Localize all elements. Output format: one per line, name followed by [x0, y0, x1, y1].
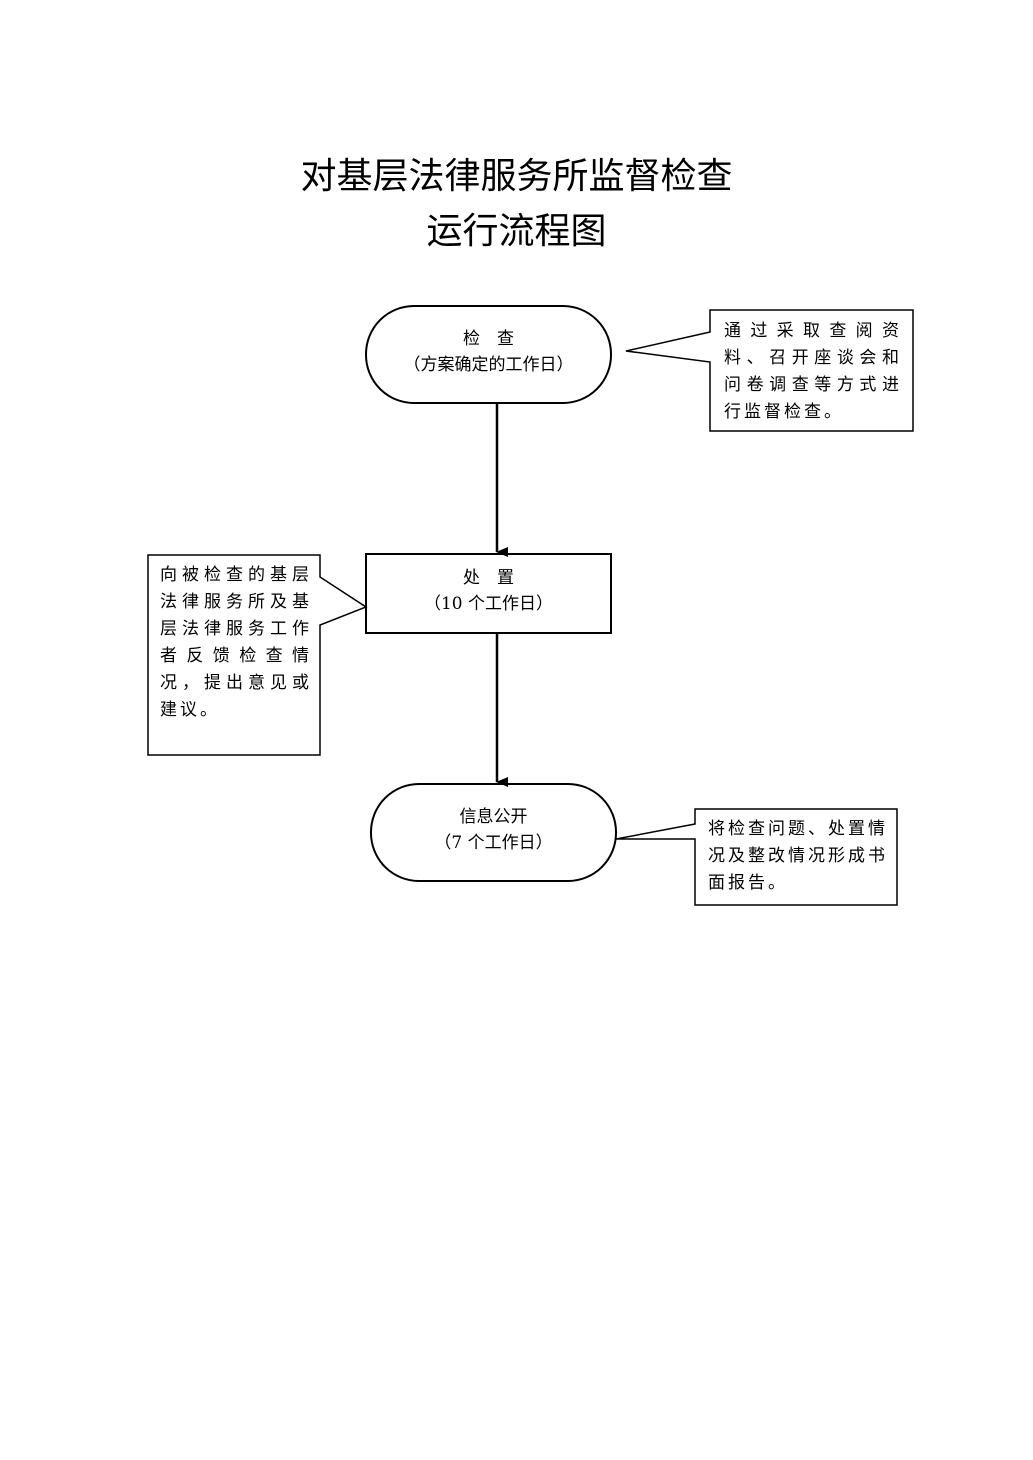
publicize-note-callout — [615, 808, 898, 906]
check-node — [365, 305, 612, 404]
publicize-node-duration: （7 个工作日） — [434, 833, 553, 853]
check-note-text: 通过采取查阅资料、召开座谈会和问卷调查等方式进行监督检查。 — [724, 321, 902, 422]
publicize-note-text: 将检查问题、处置情况及整改情况形成书面报告。 — [708, 819, 888, 893]
check-note-callout — [625, 309, 914, 432]
diagram-title: 对基层法律服务所监督检查 — [300, 156, 733, 197]
diagram-subtitle: 运行流程图 — [426, 211, 607, 252]
handle-note-callout — [147, 554, 368, 756]
publicize-node-text: 信息公开 （7 个工作日） — [371, 804, 616, 856]
handle-node-text: 处 置 （10 个工作日） — [366, 565, 611, 617]
check-node-label: 检 查 — [463, 329, 514, 349]
handle-note-text: 向被检查的基层法律服务所及基层法律服务工作者反馈检查情况，提出意见或建议。 — [160, 565, 312, 720]
check-node-duration: （方案确定的工作日） — [403, 355, 574, 375]
handle-node-label: 处 置 — [463, 568, 514, 588]
handle-node-duration: （10 个工作日） — [423, 594, 554, 614]
publicize-node-label: 信息公开 — [459, 807, 528, 827]
publicize-node — [370, 783, 617, 882]
handle-node — [365, 553, 612, 634]
check-node-text: 检 查 （方案确定的工作日） — [366, 326, 611, 378]
